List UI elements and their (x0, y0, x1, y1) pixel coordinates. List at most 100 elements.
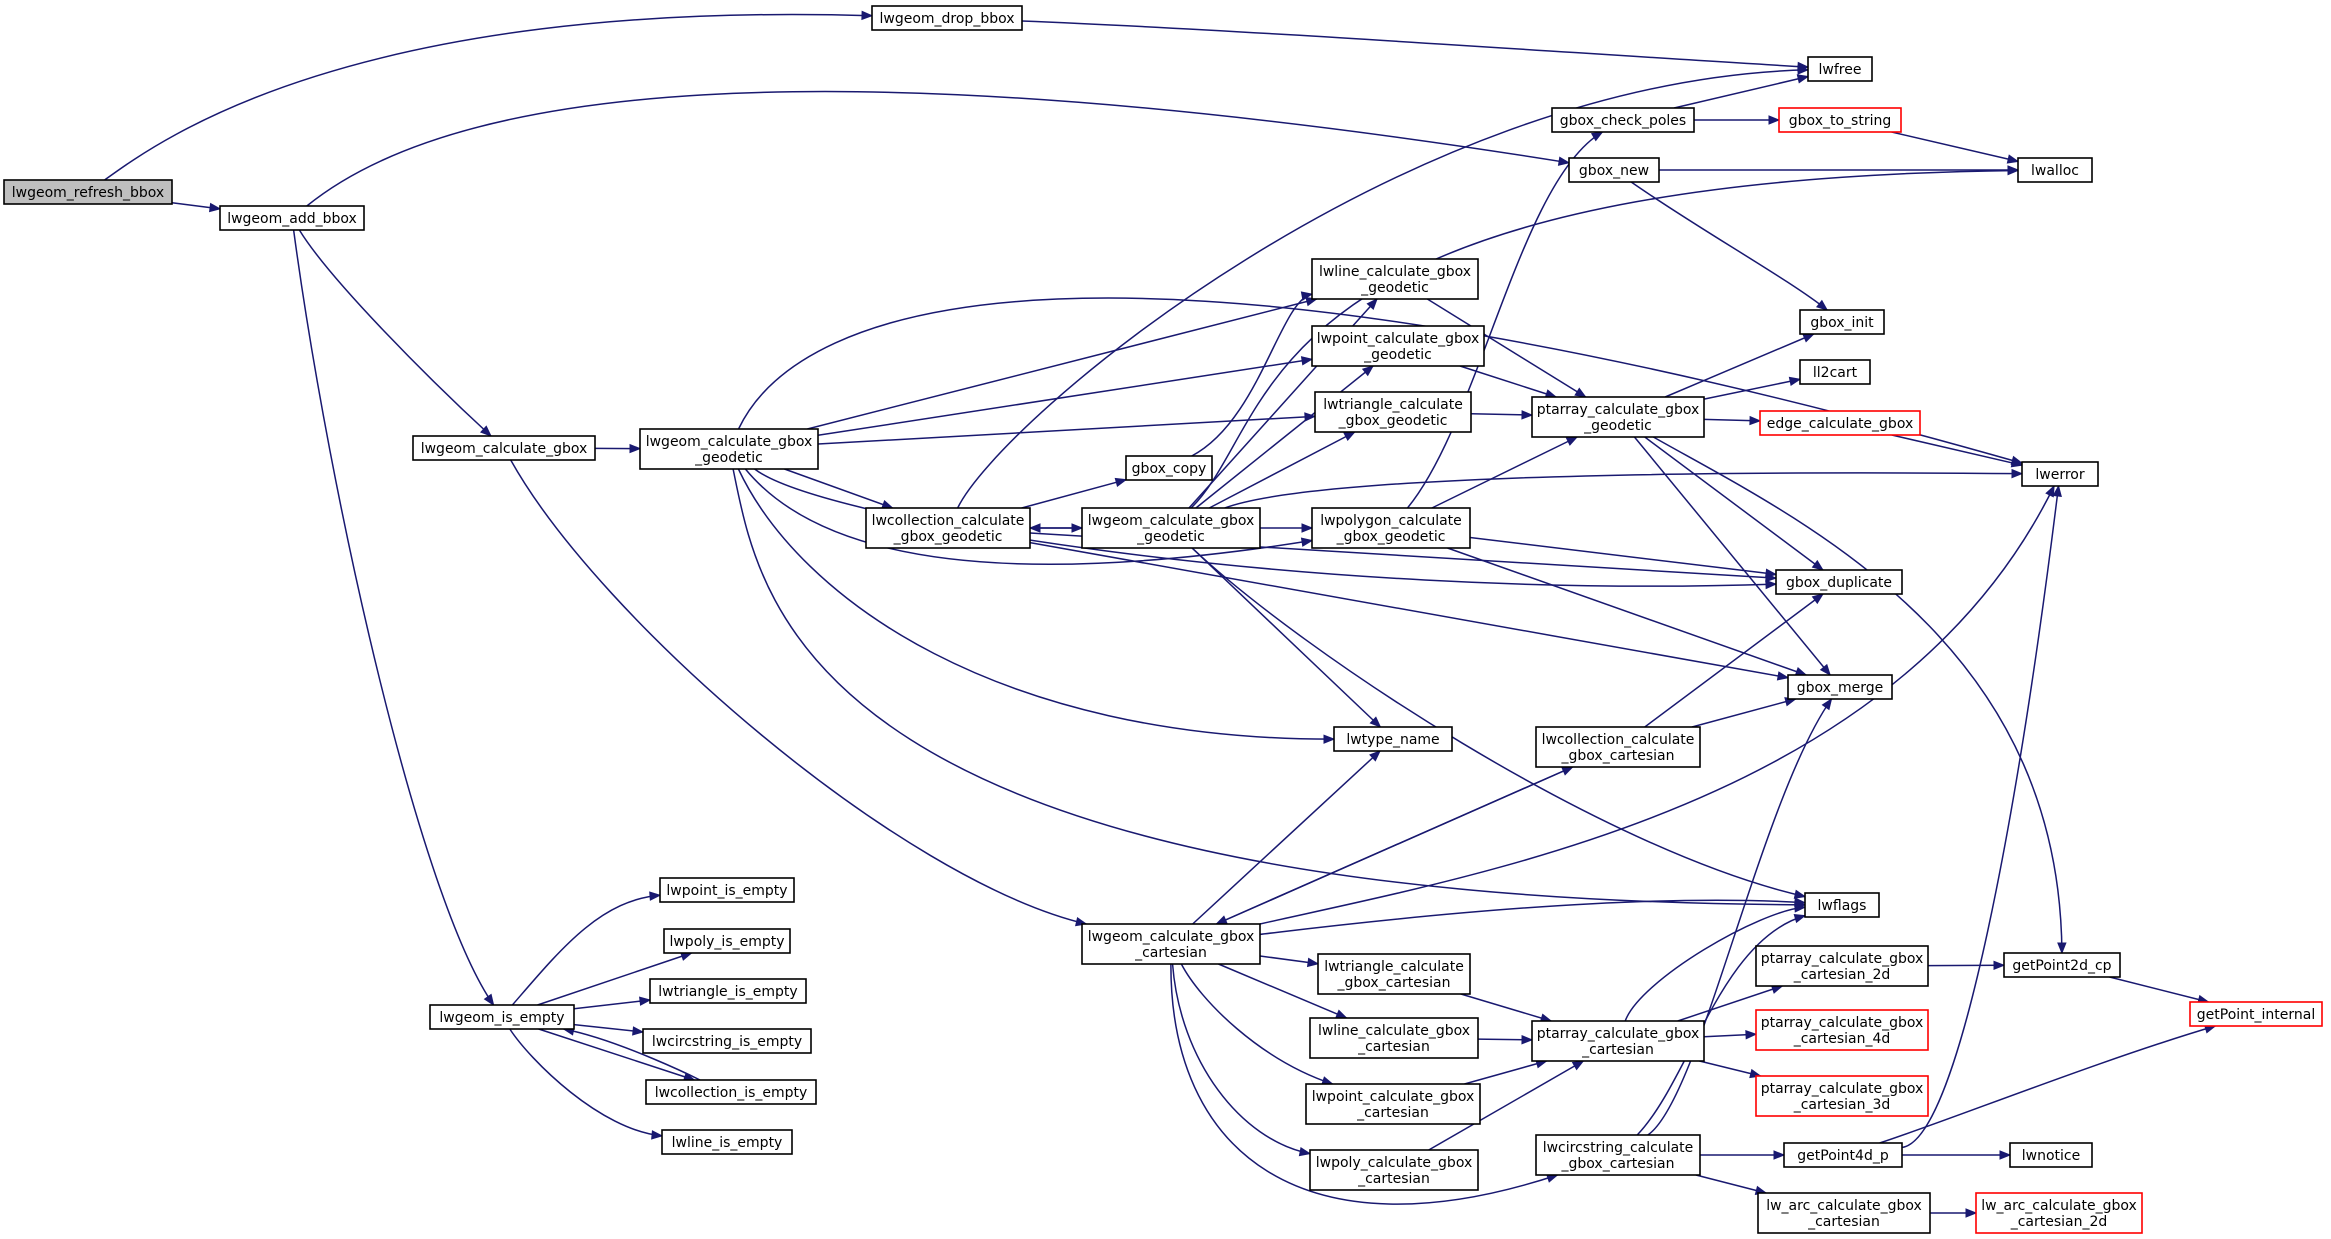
node-box (645, 1079, 817, 1105)
node-label: lwcircstring_calculate (1543, 1140, 1694, 1156)
function-node-lwgeom-calculate-gbox-geodetic[interactable]: lwgeom_calculate_gbox_geodetic (639, 428, 819, 470)
edge-line (1464, 1060, 1547, 1085)
node-box (1317, 953, 1471, 995)
edge-arrowhead (861, 10, 874, 21)
function-node-lwcircstring-is-empty[interactable]: lwcircstring_is_empty (642, 1028, 812, 1054)
node-box (1305, 1083, 1481, 1125)
function-node-edge-calculate-gbox[interactable]: edge_calculate_gbox (1759, 410, 1921, 436)
function-node-lwtriangle-calculate-gbox-geodetic[interactable]: lwtriangle_calculate_gbox_geodetic (1314, 391, 1472, 433)
function-node-lwflags[interactable]: lwflags (1804, 892, 1880, 918)
node-label: _gbox_geodetic (893, 529, 1003, 545)
function-node-lwcircstring-calculate-gbox-cartesian[interactable]: lwcircstring_calculate_gbox_cartesian (1535, 1134, 1701, 1176)
node-label: _cartesian_2d (1793, 967, 1891, 983)
function-node-lwpoint-is-empty[interactable]: lwpoint_is_empty (659, 877, 795, 903)
edge-line (1459, 365, 1557, 398)
function-node-lwalloc[interactable]: lwalloc (2017, 157, 2093, 183)
function-node-ptarray-calculate-gbox-cartesian-3d[interactable]: ptarray_calculate_gbox_cartesian_3d (1755, 1075, 1929, 1117)
node-box (1787, 674, 1893, 700)
node-label: _geodetic (694, 450, 763, 466)
function-node-lwgeom-calculate-gbox[interactable]: lwgeom_calculate_gbox (412, 435, 596, 461)
edge-ptarray-calculate-gbox-geodetic-to-ll2cart (1703, 376, 1802, 400)
function-node-lwcollection-calculate-gbox-geodetic[interactable]: lwcollection_calculate_gbox_geodetic (865, 507, 1031, 549)
function-node-lwtriangle-calculate-gbox-cartesian[interactable]: lwtriangle_calculate_gbox_cartesian (1317, 953, 1471, 995)
function-node-lwfree[interactable]: lwfree (1807, 56, 1873, 82)
edge-lwcircstring-calculate-gbox-cartesian-to-gbox-merge (1647, 697, 1833, 1136)
edge-line (1029, 541, 1789, 679)
edge-getPoint4d-p-to-lwnotice (1902, 1150, 2012, 1160)
edge-arrowhead (1749, 415, 1762, 426)
function-node-ptarray-calculate-gbox-cartesian[interactable]: ptarray_calculate_gbox_cartesian (1531, 1020, 1705, 1062)
function-node-lwpoly-calculate-gbox-cartesian[interactable]: lwpoly_calculate_gbox_cartesian (1309, 1149, 1479, 1191)
node-label: gbox_new (1579, 163, 1649, 179)
function-node-lwpolygon-calculate-gbox-geodetic[interactable]: lwpolygon_calculate_gbox_geodetic (1311, 507, 1471, 549)
function-node-lwpoint-calculate-gbox-cartesian[interactable]: lwpoint_calculate_gbox_cartesian (1305, 1083, 1481, 1125)
function-node-lwgeom-refresh-bbox[interactable]: lwgeom_refresh_bbox (3, 179, 173, 205)
node-box (1975, 1192, 2143, 1234)
node-label: lwgeom_calculate_gbox (1088, 929, 1255, 945)
node-label: edge_calculate_gbox (1767, 416, 1914, 432)
function-node-lwgeom-calculate-gbox-geodetic2[interactable]: lwgeom_calculate_gbox_geodetic (1081, 507, 1261, 549)
node-box (1775, 569, 1903, 595)
edge-line (1021, 20, 1809, 68)
function-node-lwcollection-is-empty[interactable]: lwcollection_is_empty (645, 1079, 817, 1105)
function-node-gbox-init[interactable]: gbox_init (1799, 309, 1885, 335)
edge-arrowhead (1821, 697, 1833, 711)
function-node-lwline-is-empty[interactable]: lwline_is_empty (661, 1129, 793, 1155)
function-node-lwgeom-drop-bbox[interactable]: lwgeom_drop_bbox (871, 5, 1023, 31)
edge-arrowhead (1561, 766, 1574, 776)
edge-line (1447, 547, 1807, 676)
edge-arrowhead (1521, 410, 1534, 420)
function-node-gbox-copy[interactable]: gbox_copy (1125, 455, 1213, 481)
edge-lwgeom-calculate-gbox-geodetic2-to-lwalloc (1190, 165, 2020, 509)
function-node-gbox-duplicate[interactable]: gbox_duplicate (1775, 569, 1903, 595)
edge-line (1624, 906, 1806, 1022)
function-node-gbox-new[interactable]: gbox_new (1568, 157, 1660, 183)
function-node-lwgeom-is-empty[interactable]: lwgeom_is_empty (429, 1004, 575, 1030)
edge-line (104, 13, 873, 181)
function-node-lwline-calculate-gbox-geodetic[interactable]: lwline_calculate_gbox_geodetic (1311, 258, 1479, 300)
node-label: _gbox_cartesian (1561, 1156, 1675, 1172)
function-node-lw-arc-calculate-gbox-cartesian[interactable]: lw_arc_calculate_gbox_cartesian (1757, 1192, 1931, 1234)
function-node-gbox-to-string[interactable]: gbox_to_string (1778, 107, 1902, 133)
edge-line (1652, 436, 2063, 954)
function-node-lwtriangle-is-empty[interactable]: lwtriangle_is_empty (649, 978, 807, 1004)
node-label: gbox_to_string (1789, 113, 1891, 129)
edge-lwgeom-calculate-gbox-cartesian-to-lwflags (1259, 897, 1807, 936)
function-node-lwcollection-calculate-gbox-cartesian[interactable]: lwcollection_calculate_gbox_cartesian (1535, 726, 1701, 768)
function-node-lwgeom-add-bbox[interactable]: lwgeom_add_bbox (219, 205, 365, 231)
node-label: _cartesian (1356, 1105, 1429, 1121)
node-label: lwpoint_is_empty (666, 883, 787, 899)
edge-arrowhead (1028, 523, 1041, 533)
function-node-lwpoint-calculate-gbox-geodetic[interactable]: lwpoint_calculate_gbox_geodetic (1311, 325, 1485, 367)
function-node-lwpoly-is-empty[interactable]: lwpoly_is_empty (663, 928, 791, 954)
edge-ptarray-calculate-gbox-cartesian-to-ptarray-calculate-gbox-cartesian-3d (1699, 1060, 1762, 1079)
function-node-lwline-calculate-gbox-cartesian[interactable]: lwline_calculate_gbox_cartesian (1309, 1017, 1479, 1059)
edge-arrowhead (1794, 897, 1807, 907)
node-label: _cartesian (1581, 1042, 1654, 1058)
node-box (1755, 1075, 1929, 1117)
function-node-lwtype-name[interactable]: lwtype_name (1333, 726, 1453, 752)
function-node-gbox-check-poles[interactable]: gbox_check_poles (1551, 107, 1695, 133)
function-node-lwnotice[interactable]: lwnotice (2009, 1142, 2093, 1168)
function-node-getPoint4d-p[interactable]: getPoint4d_p (1783, 1142, 1903, 1168)
function-node-lw-arc-calculate-gbox-cartesian-2d[interactable]: lw_arc_calculate_gbox_cartesian_2d (1975, 1192, 2143, 1234)
node-box (2003, 952, 2121, 978)
function-node-ptarray-calculate-gbox-cartesian-2d[interactable]: ptarray_calculate_gbox_cartesian_2d (1755, 945, 1929, 987)
function-node-ptarray-calculate-gbox-cartesian-4d[interactable]: ptarray_calculate_gbox_cartesian_4d (1755, 1009, 1929, 1051)
function-node-ll2cart[interactable]: ll2cart (1799, 359, 1871, 385)
function-node-gbox-merge[interactable]: gbox_merge (1787, 674, 1893, 700)
node-box (1804, 892, 1880, 918)
edge-gbox-new-to-gbox-init (1630, 181, 1829, 311)
function-node-lwerror[interactable]: lwerror (2021, 461, 2099, 487)
edge-line (1703, 378, 1801, 400)
node-label: lwline_calculate_gbox (1318, 1023, 1470, 1039)
edge-arrowhead (1765, 568, 1778, 578)
function-node-getPoint-internal[interactable]: getPoint_internal (2189, 1001, 2323, 1027)
node-box (1778, 107, 1902, 133)
edge-lwtriangle-calculate-gbox-geodetic-to-ptarray-calculate-gbox-geodetic (1470, 410, 1534, 420)
edge-arrowhead (1300, 291, 1314, 301)
edge-lwgeom-calculate-gbox-cartesian-to-lwtriangle-calculate-gbox-cartesian (1259, 955, 1320, 968)
function-node-ptarray-calculate-gbox-geodetic[interactable]: ptarray_calculate_gbox_geodetic (1531, 396, 1705, 438)
function-node-getPoint2d-cp[interactable]: getPoint2d_cp (2003, 952, 2121, 978)
function-node-lwgeom-calculate-gbox-cartesian[interactable]: lwgeom_calculate_gbox_cartesian (1081, 923, 1261, 965)
